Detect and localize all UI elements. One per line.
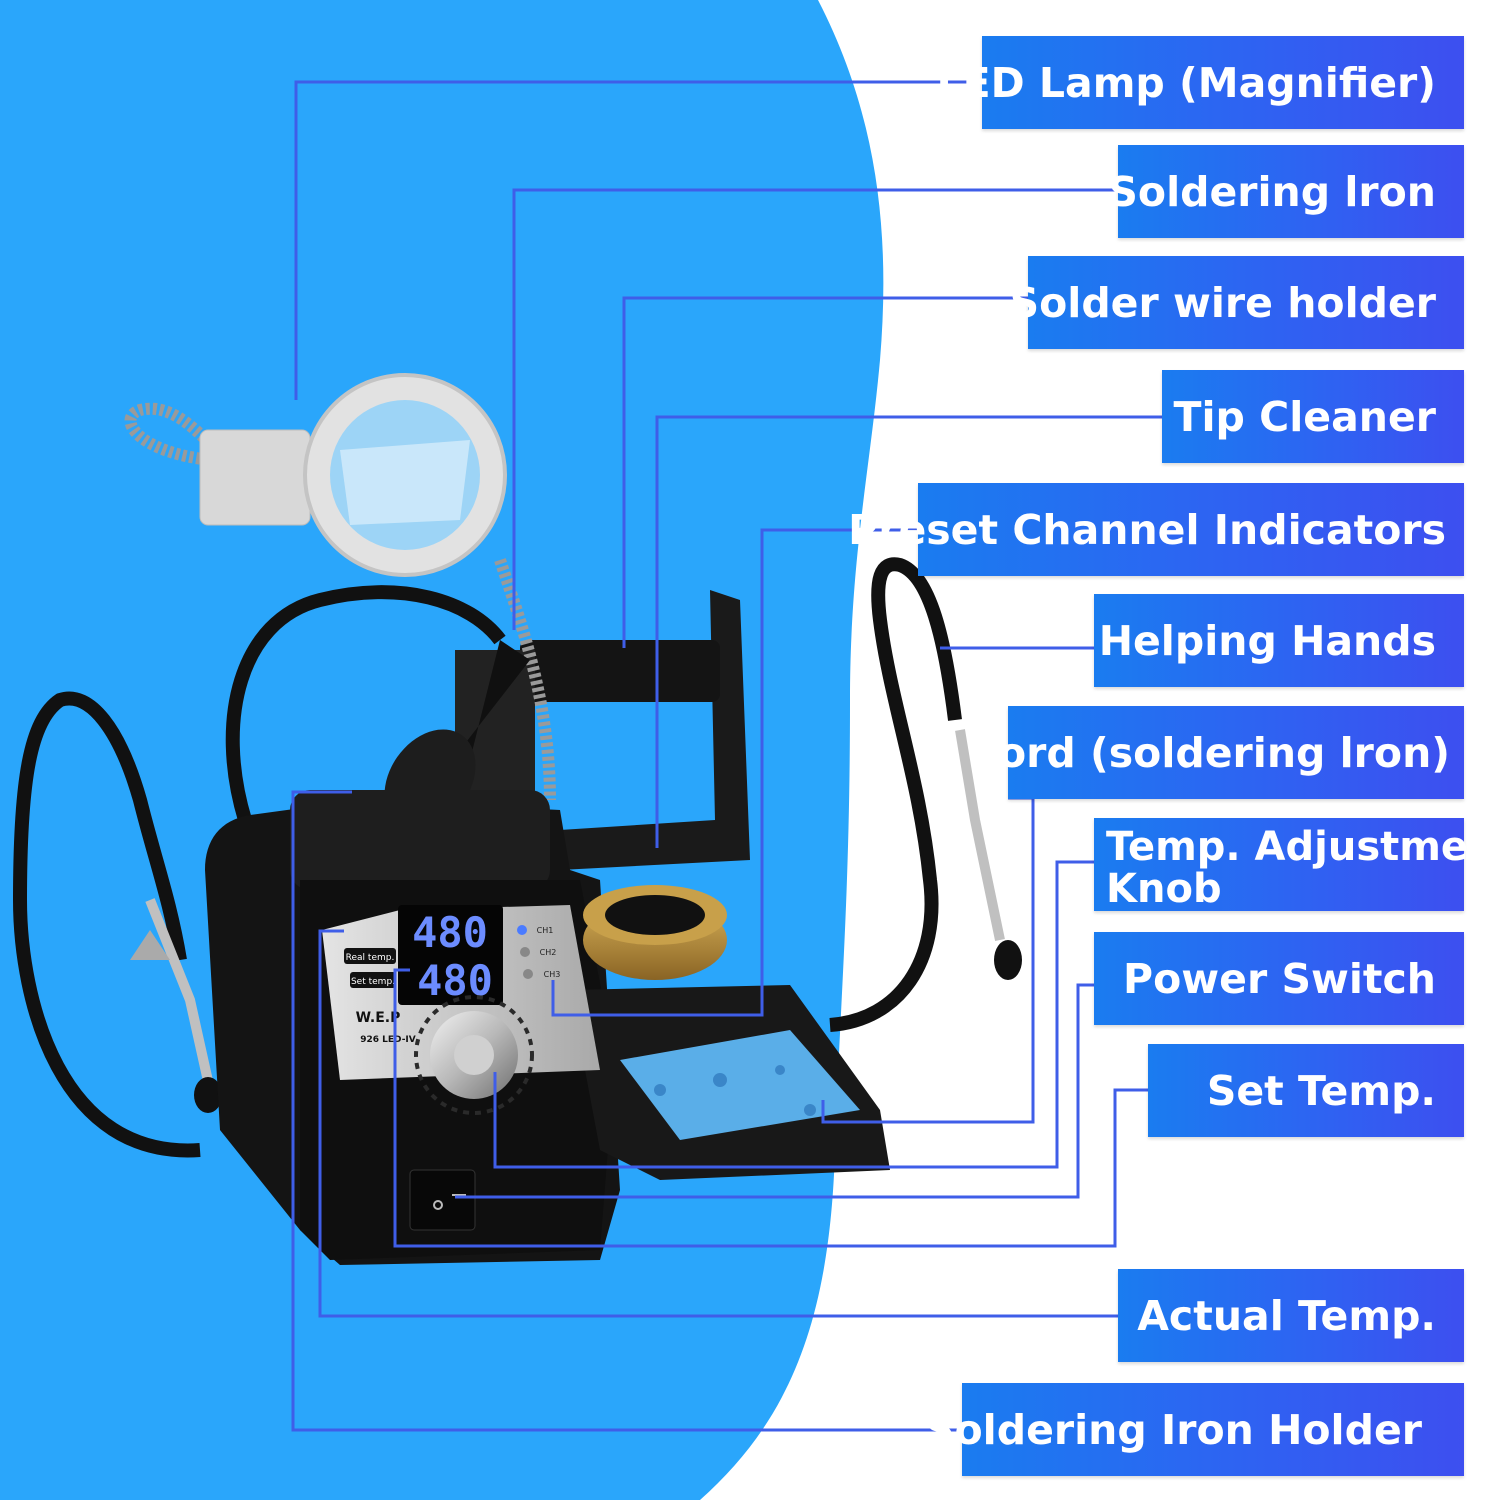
iron-cord: [225, 585, 506, 823]
tip-cleaner: [583, 885, 727, 980]
label-power-switch: Power Switch: [1094, 932, 1464, 1025]
ch2-label: CH2: [540, 948, 557, 957]
label-led-lamp: LED Lamp (Magnifier): [936, 36, 1464, 129]
helping-hand-left: [12, 691, 222, 1158]
ch1-label: CH1: [537, 926, 554, 935]
set-temp-label: Set temp.: [351, 977, 395, 987]
label-cord: Cord (soldering lron): [968, 706, 1464, 799]
ch3-label: CH3: [544, 970, 561, 979]
label-helping-hands: Helping Hands: [1094, 594, 1464, 687]
model-label: 926 LED-IV: [360, 1035, 416, 1045]
label-temp-adjustment-line1: Temp. Adjustment: [1106, 824, 1500, 870]
label-temp-adjustment-knob: Temp. Adjustment Knob: [1094, 818, 1500, 912]
label-set-temp: Set Temp.: [1148, 1044, 1464, 1137]
label-soldering-iron: Soldering lron: [1108, 145, 1464, 238]
lamp-gooseneck: [124, 402, 556, 801]
label-temp-adjustment-line2: Knob: [1106, 866, 1222, 912]
helping-hand-right: [829, 557, 1022, 1032]
ch3-indicator: [523, 969, 533, 979]
label-tip-cleaner: Tip Cleaner: [1162, 370, 1464, 463]
ch2-indicator: [520, 947, 530, 957]
sponge-tray: [570, 985, 890, 1180]
power-switch: [409, 1169, 476, 1231]
real-temp-label: Real temp.: [346, 953, 395, 963]
brand-label: W.E.P: [356, 1010, 401, 1026]
led-magnifier-lamp: [199, 373, 507, 577]
label-soldering-iron-holder: Soldering Iron Holder: [925, 1383, 1464, 1476]
ch1-indicator: [517, 925, 527, 935]
label-preset-channel-indicators: Preset Channel Indicators: [848, 483, 1464, 576]
real-temp-value: 480: [412, 908, 488, 957]
control-panel: 480 480 Real temp. Set temp. W.E.P 926 L…: [322, 905, 600, 1080]
leader-lines: [291, 80, 1162, 1432]
label-solder-wire-holder: Solder wire holder: [1010, 256, 1464, 349]
label-actual-temp: Actual Temp.: [1118, 1269, 1464, 1362]
